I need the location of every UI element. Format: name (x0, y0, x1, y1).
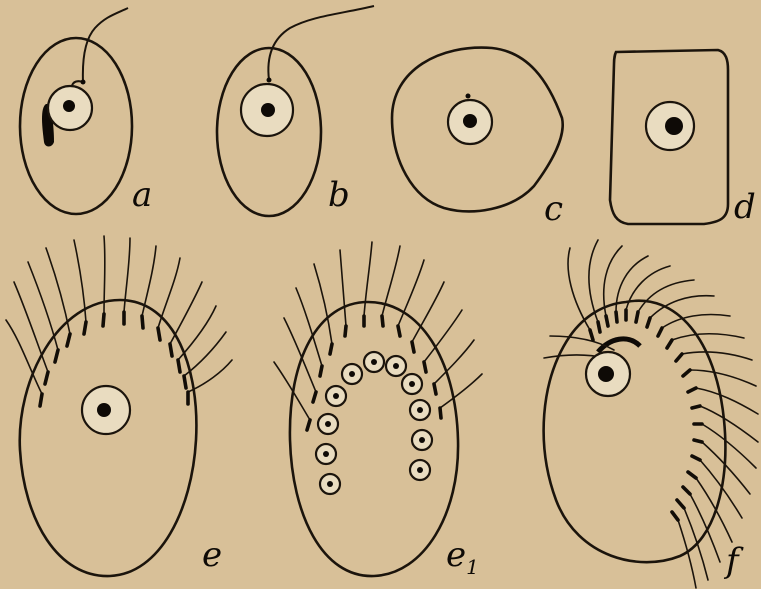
nucleolus-f (598, 366, 614, 382)
label-e1-main: e (446, 535, 466, 575)
nucleus-e1 (320, 474, 340, 494)
label-e: e (202, 535, 222, 575)
nucleus-e1 (410, 460, 430, 480)
label-b: b (328, 175, 350, 215)
nucleolus-c (463, 114, 477, 128)
nucleolus-b (261, 103, 275, 117)
nucleus-e1 (342, 364, 362, 384)
nucleus-e1 (364, 352, 384, 372)
label-a: a (132, 175, 152, 215)
nucleus-e1 (326, 386, 346, 406)
nucleus-e1 (386, 356, 406, 376)
label-c: c (544, 189, 563, 229)
nucleus-e1 (412, 430, 432, 450)
nucleolus-d (665, 117, 683, 135)
label-e1-subscript: 1 (466, 555, 479, 579)
nucleolus-e (97, 403, 111, 417)
basal-granule-b (267, 78, 272, 83)
nucleus-e1 (410, 400, 430, 420)
nucleus-e1 (318, 414, 338, 434)
nucleolus-a (63, 100, 75, 112)
basal-granule-c (466, 94, 471, 99)
basal-granule-a (81, 80, 86, 85)
nucleus-e1 (316, 444, 336, 464)
label-d: d (734, 187, 756, 227)
nucleus-e1 (402, 374, 422, 394)
